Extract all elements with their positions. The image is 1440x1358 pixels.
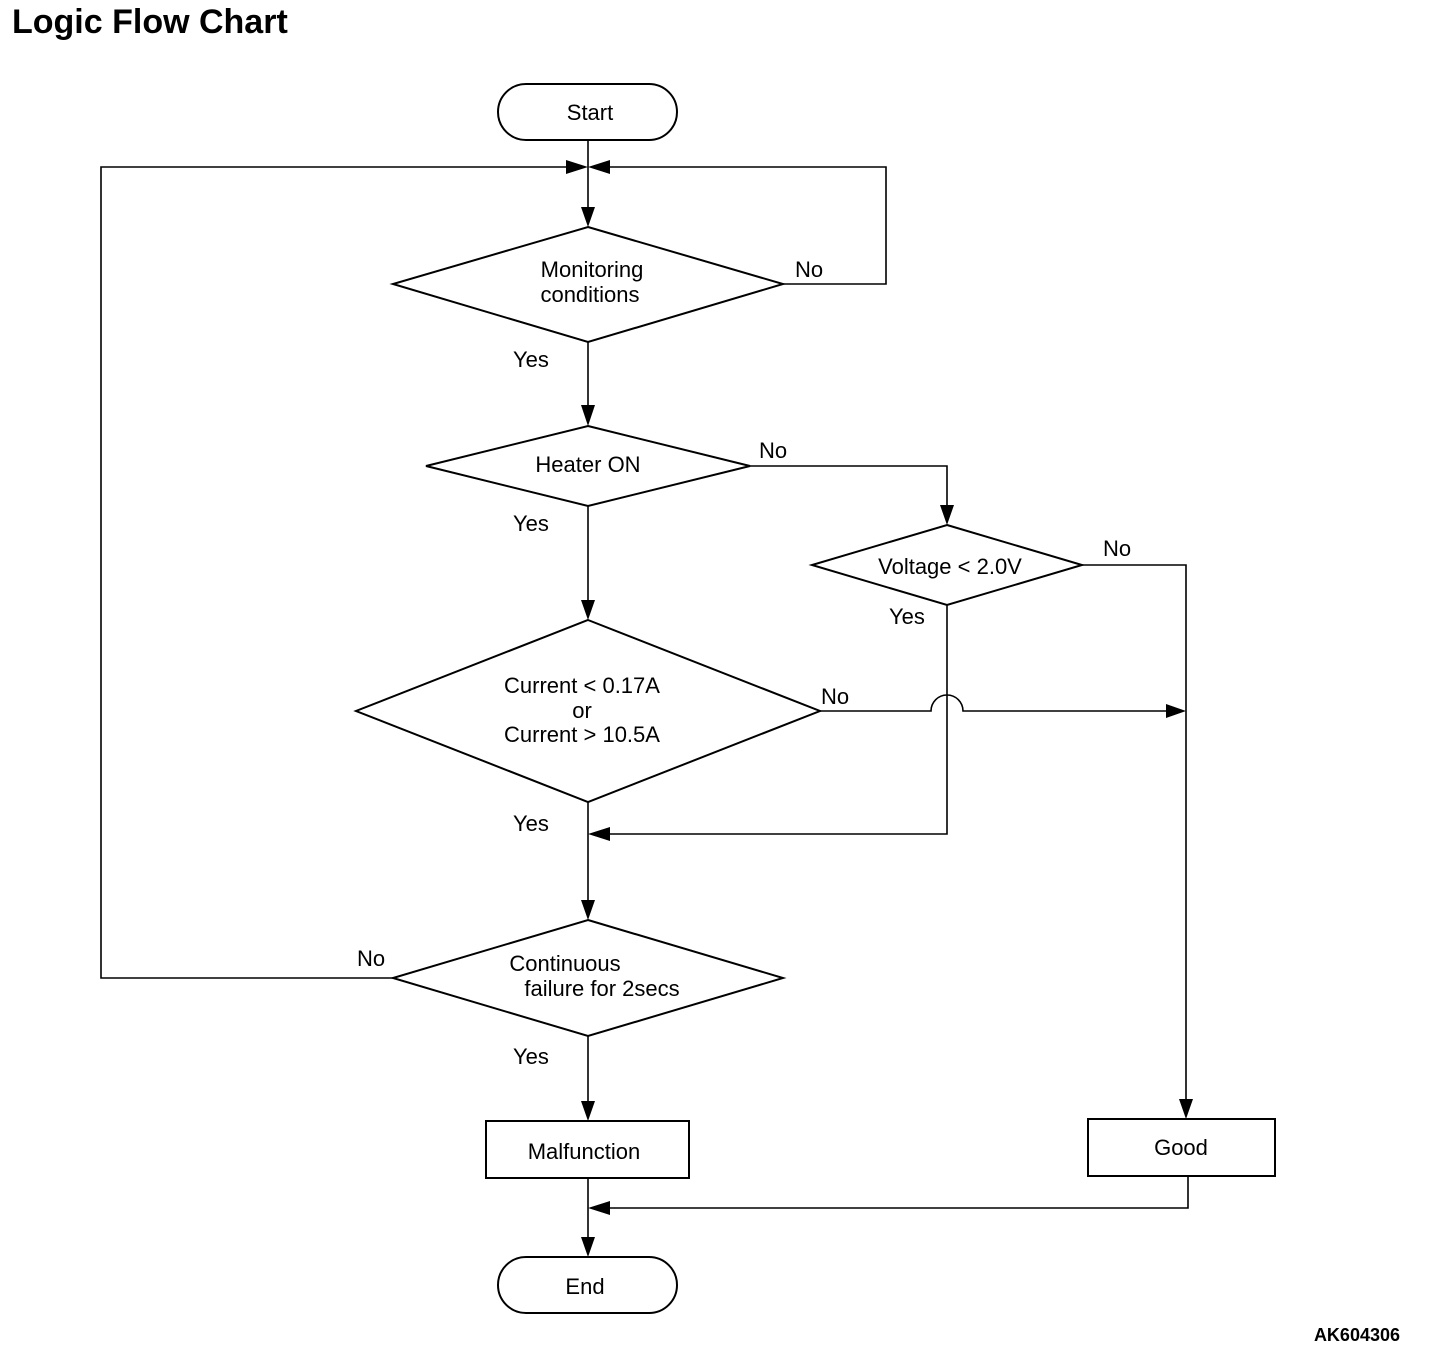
continuous-decision <box>389 918 787 1038</box>
arrow-into-monitoring <box>581 207 595 227</box>
continuous-yes-label: Yes <box>513 1044 549 1069</box>
heater-yes-label: Yes <box>513 511 549 536</box>
voltage-decision <box>808 523 1086 607</box>
voltage-yes-line <box>600 605 948 835</box>
arrow-into-yes-merge <box>588 827 610 841</box>
heater-label: Heater ON <box>535 452 640 477</box>
arrow-into-good <box>1179 1099 1193 1119</box>
voltage-label: Voltage < 2.0V <box>878 554 1022 579</box>
monitoring-decision <box>389 225 787 344</box>
arrow-into-good-line <box>1166 704 1186 718</box>
continuous-label-line1: Continuous <box>509 951 620 976</box>
arrowheads <box>566 160 1193 1257</box>
current-label-line1: Current < 0.17A <box>504 673 660 698</box>
node-good: Good <box>1087 1118 1276 1177</box>
figure-reference-code: AK604306 <box>1314 1325 1400 1345</box>
current-no-label: No <box>821 684 849 709</box>
monitoring-label-line2: conditions <box>540 282 639 307</box>
continuous-label-line2: failure for 2secs <box>524 976 679 1001</box>
heater-decision <box>425 424 751 508</box>
heater-no-label: No <box>759 438 787 463</box>
node-continuous: Continuous failure for 2secs <box>389 918 787 1038</box>
voltage-no-line <box>1082 564 1187 1110</box>
connectors <box>100 140 1189 1248</box>
good-to-end-line <box>600 1176 1189 1209</box>
current-label-line3: Current > 10.5A <box>504 722 660 747</box>
current-no-line <box>820 694 1168 712</box>
arrow-into-continuous <box>581 900 595 920</box>
end-terminal <box>497 1256 678 1314</box>
monitoring-yes-label: Yes <box>513 347 549 372</box>
arrow-into-current <box>581 600 595 620</box>
current-label-line2: or <box>572 698 592 723</box>
arrow-into-heater <box>581 405 595 426</box>
heater-no-line <box>750 465 948 516</box>
monitoring-no-loop-line <box>600 166 887 285</box>
arrow-into-voltage <box>940 505 954 525</box>
monitoring-label-line1: Monitoring <box>541 257 644 282</box>
arrow-right-loop-in <box>588 160 610 174</box>
voltage-yes-label: Yes <box>889 604 925 629</box>
continuous-no-loop-line <box>100 166 576 979</box>
current-decision <box>353 618 823 804</box>
edge-labels: No Yes No Yes No Yes No Yes No Yes <box>357 257 1131 1069</box>
start-label: Start <box>567 100 613 125</box>
node-end: End <box>497 1256 678 1314</box>
end-label: End <box>565 1274 604 1299</box>
arrow-into-malfunction <box>581 1101 595 1121</box>
node-voltage: Voltage < 2.0V <box>808 523 1086 607</box>
current-yes-label: Yes <box>513 811 549 836</box>
node-monitoring: Monitoring conditions <box>389 225 787 344</box>
node-heater: Heater ON <box>425 424 751 508</box>
monitoring-no-label: No <box>795 257 823 282</box>
malfunction-box <box>485 1120 690 1179</box>
good-box <box>1087 1118 1276 1177</box>
page-title: Logic Flow Chart <box>12 3 288 41</box>
arrow-into-end <box>581 1237 595 1257</box>
continuous-no-label: No <box>357 946 385 971</box>
good-label: Good <box>1154 1135 1208 1160</box>
node-malfunction: Malfunction <box>485 1120 690 1179</box>
malfunction-label: Malfunction <box>528 1139 641 1164</box>
node-start: Start <box>497 83 678 141</box>
start-terminal <box>497 83 678 141</box>
voltage-no-label: No <box>1103 536 1131 561</box>
arrow-into-end-merge <box>588 1201 610 1215</box>
node-current: Current < 0.17A or Current > 10.5A <box>353 618 823 804</box>
arrow-left-loop-in <box>566 160 588 174</box>
